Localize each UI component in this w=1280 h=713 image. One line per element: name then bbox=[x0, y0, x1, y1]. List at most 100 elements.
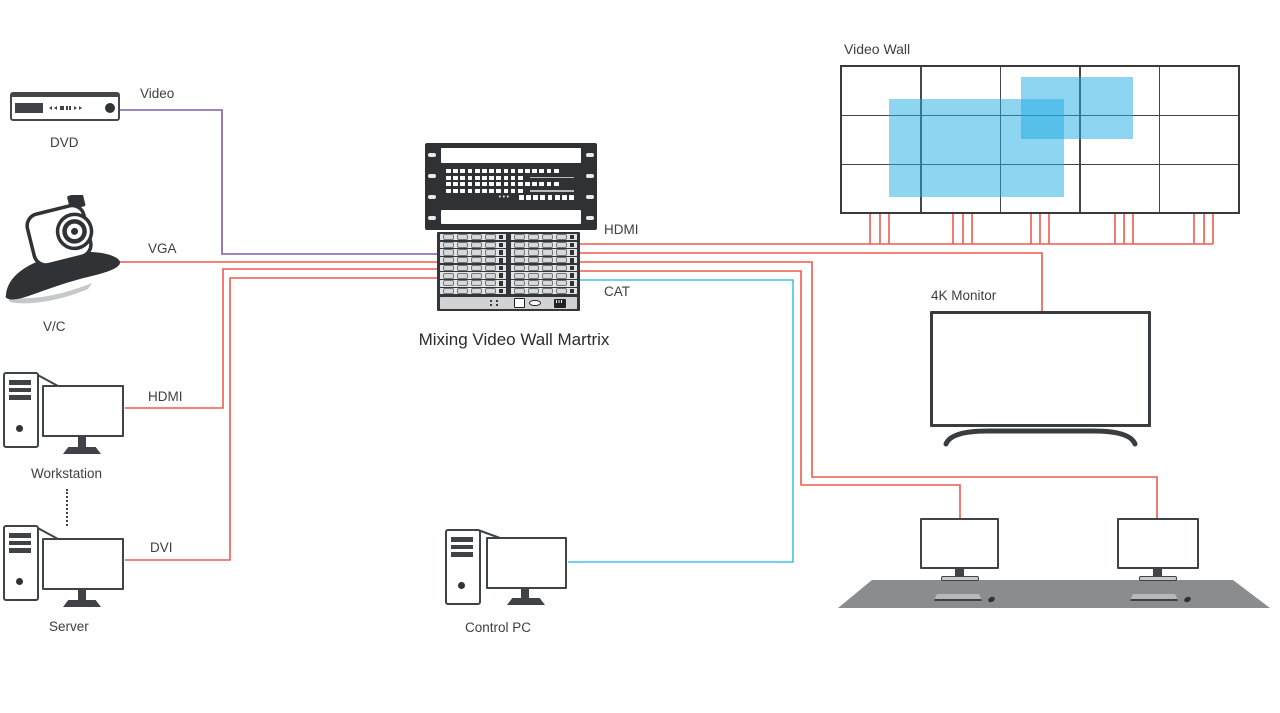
io-card bbox=[511, 280, 577, 287]
cable-label-hdmi-out: HDMI bbox=[604, 222, 639, 237]
io-card bbox=[511, 264, 577, 272]
video-wall-label: Video Wall bbox=[844, 41, 911, 57]
workstation-monitor-base bbox=[63, 447, 101, 454]
server-monitor-icon bbox=[42, 538, 124, 590]
4k-monitor-label: 4K Monitor bbox=[931, 288, 997, 303]
io-card bbox=[440, 234, 506, 241]
dvd-knob bbox=[105, 103, 115, 113]
control-pc-monitor-base bbox=[507, 598, 545, 605]
right-desk-monitor-base bbox=[1139, 576, 1177, 581]
prev-icon bbox=[54, 106, 57, 110]
server-label: Server bbox=[49, 619, 89, 634]
io-card bbox=[440, 257, 506, 264]
cable-video-dvd-to-matrix bbox=[114, 109, 437, 255]
stop-icon bbox=[59, 105, 64, 111]
left-keyboard-icon bbox=[934, 594, 982, 601]
io-card-row bbox=[440, 272, 577, 279]
right-desk-monitor-icon bbox=[1117, 518, 1199, 569]
dvd-label: DVD bbox=[50, 135, 79, 150]
cable-label-cat: CAT bbox=[604, 284, 630, 299]
camera-base bbox=[5, 251, 121, 300]
control-pc-case-edge bbox=[477, 529, 501, 539]
rack-top-strip bbox=[441, 148, 581, 163]
serial-port-icon bbox=[529, 299, 541, 307]
rewind-icon bbox=[48, 106, 52, 110]
cable-matrix-to-4k-monitor bbox=[580, 252, 1043, 311]
io-card bbox=[511, 287, 577, 295]
camera-head bbox=[25, 195, 94, 267]
dvd-display bbox=[15, 103, 43, 113]
io-card bbox=[440, 249, 506, 256]
right-keyboard-icon bbox=[1130, 594, 1178, 601]
io-card-row bbox=[440, 287, 577, 295]
matrix-title: Mixing Video Wall Martrix bbox=[418, 330, 610, 349]
workstation-monitor-icon bbox=[42, 385, 124, 437]
io-card-row bbox=[440, 264, 577, 272]
cable-cat-matrix-to-control-pc bbox=[568, 279, 794, 563]
camera-label: V/C bbox=[43, 319, 66, 334]
io-card bbox=[440, 287, 506, 295]
power-button-dot bbox=[458, 582, 465, 589]
workstation-monitor-neck bbox=[78, 436, 86, 447]
control-pc-monitor-icon bbox=[486, 537, 567, 589]
io-card bbox=[440, 264, 506, 272]
rack-bottom-strip bbox=[441, 210, 581, 224]
left-desk-monitor-icon bbox=[920, 518, 999, 569]
wall-window-2 bbox=[1021, 77, 1133, 139]
cable-hdmi-workstation-to-matrix bbox=[125, 268, 437, 409]
matrix-button-grid: ••• bbox=[446, 169, 574, 202]
server-monitor-base bbox=[63, 600, 101, 607]
cable-dvi-server-to-matrix bbox=[125, 277, 437, 561]
io-card-row bbox=[440, 257, 577, 264]
videowall-feed-ticks bbox=[869, 214, 1214, 244]
matrix-control-frame-icon: ••• bbox=[425, 143, 597, 230]
matrix-card-cage-icon bbox=[437, 232, 580, 311]
right-desk-monitor-neck bbox=[1153, 568, 1162, 576]
cable-label-video: Video bbox=[140, 86, 175, 101]
left-desk-monitor-base bbox=[941, 576, 979, 581]
io-card-row bbox=[440, 280, 577, 287]
control-pc-monitor-neck bbox=[521, 588, 529, 598]
io-card bbox=[511, 272, 577, 279]
workstation-label: Workstation bbox=[31, 466, 103, 481]
video-wall-icon bbox=[840, 65, 1240, 214]
cable-label-dvi: DVI bbox=[150, 540, 173, 555]
io-card bbox=[440, 272, 506, 279]
cable-matrix-to-right-desk-monitor bbox=[580, 261, 1158, 518]
lan-port-icon bbox=[554, 298, 566, 308]
usb-port-icon bbox=[514, 298, 525, 308]
power-button-dot bbox=[16, 578, 23, 585]
workstation-tower-icon bbox=[3, 372, 39, 448]
io-card bbox=[511, 249, 577, 256]
dvd-player-icon bbox=[10, 92, 120, 121]
control-pc-label: Control PC bbox=[465, 620, 532, 635]
pause-icon bbox=[66, 105, 71, 111]
io-card bbox=[511, 234, 577, 241]
io-card-row bbox=[440, 234, 577, 241]
io-card bbox=[440, 280, 506, 287]
ellipsis-buttons: ••• bbox=[498, 193, 511, 201]
cage-control-strip bbox=[440, 297, 577, 309]
cable-label-vga: VGA bbox=[148, 241, 177, 256]
io-card-rows bbox=[440, 234, 577, 296]
camera-lens-ring bbox=[62, 219, 87, 244]
server-monitor-neck bbox=[78, 589, 86, 600]
4k-monitor-icon bbox=[930, 311, 1151, 427]
io-card bbox=[440, 241, 506, 248]
video-conference-camera-icon bbox=[5, 195, 121, 304]
io-card bbox=[511, 241, 577, 248]
desk-table bbox=[838, 580, 1270, 608]
camera-base-shadow bbox=[8, 283, 92, 304]
more-sources-dotted-link bbox=[66, 489, 68, 526]
left-desk-monitor-neck bbox=[955, 568, 964, 576]
forward-icon bbox=[79, 106, 82, 110]
server-tower-icon bbox=[3, 525, 39, 601]
io-card bbox=[511, 257, 577, 264]
play-icon bbox=[73, 106, 77, 110]
control-pc-tower-icon bbox=[445, 529, 481, 605]
power-button-dot bbox=[16, 425, 23, 432]
cable-label-hdmi-in: HDMI bbox=[148, 389, 183, 404]
camera-lens-center bbox=[71, 227, 79, 235]
io-card-row bbox=[440, 249, 577, 256]
